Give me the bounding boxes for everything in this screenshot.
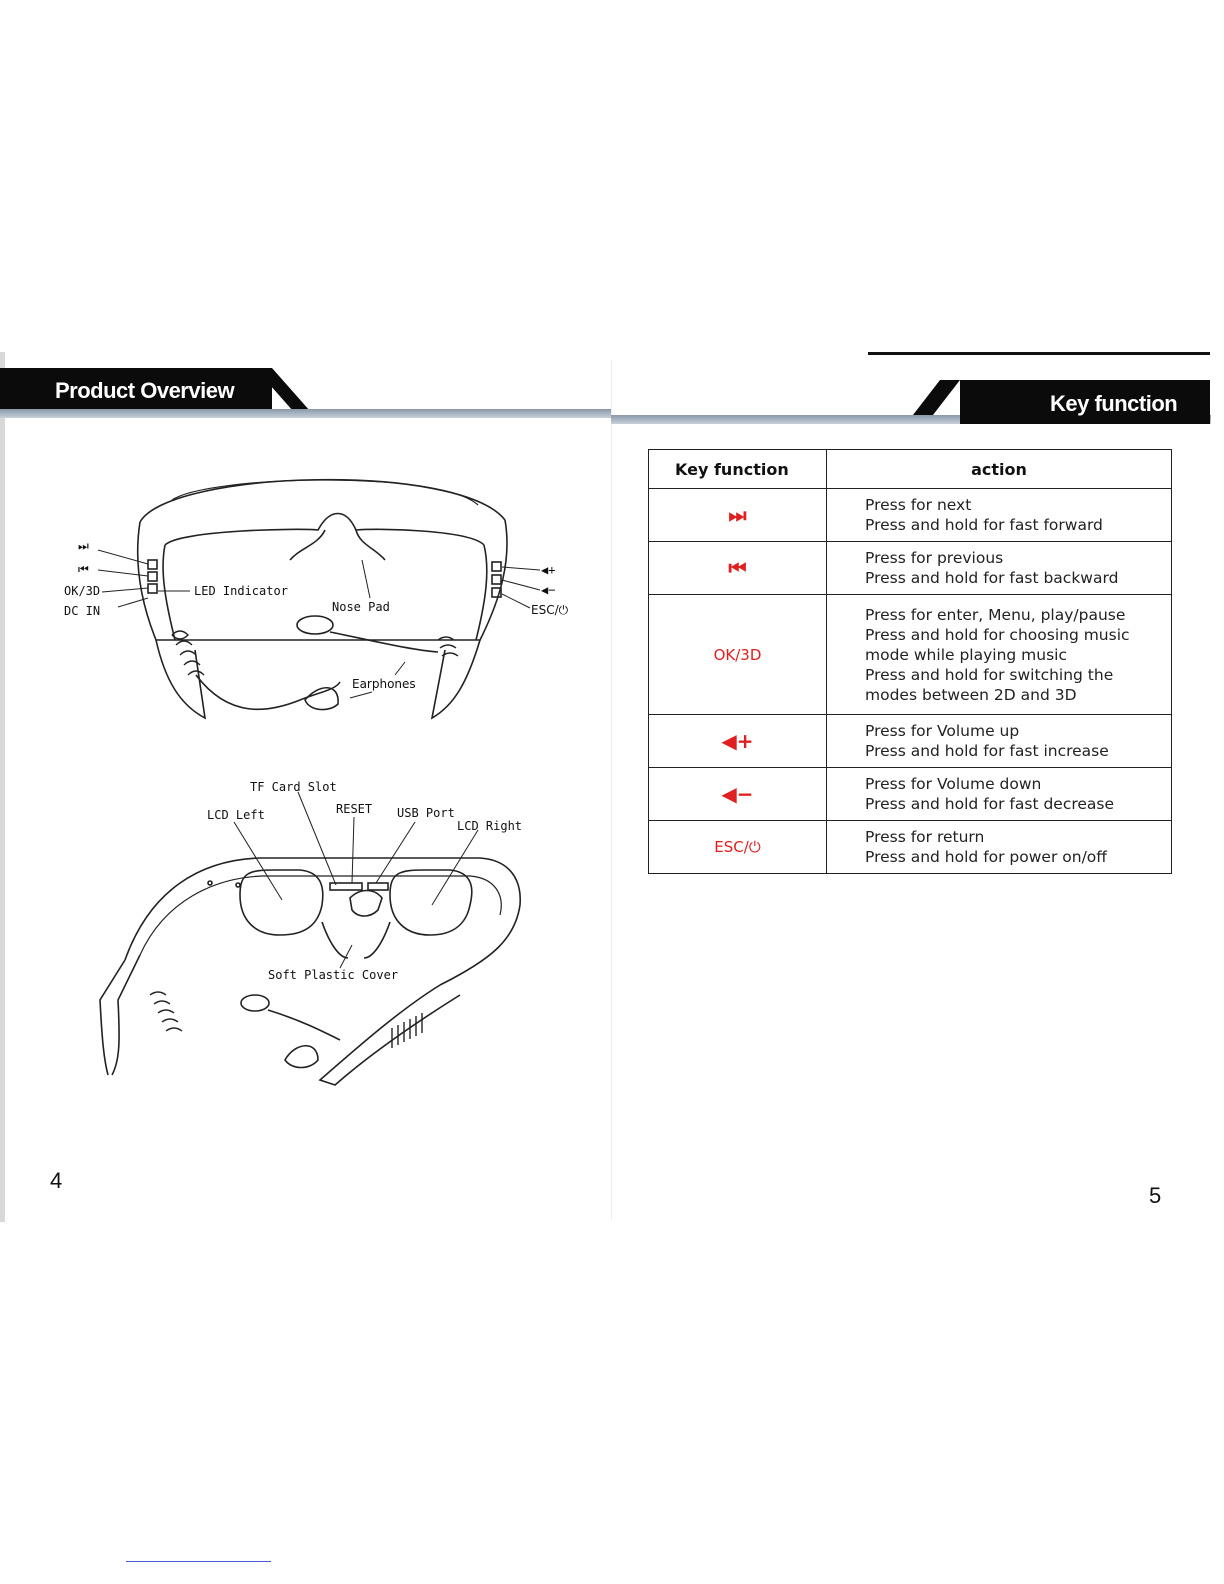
label-lcd-left: LCD Left bbox=[207, 808, 265, 822]
next-track-icon: ⏭ bbox=[648, 488, 827, 542]
previous-track-icon: ⏮ bbox=[648, 541, 827, 595]
action-text: modes between 2D and 3D bbox=[865, 685, 1077, 704]
volume-down-icon: ◀− bbox=[648, 767, 827, 821]
action-text: Press for previous bbox=[865, 549, 1004, 567]
action-text: Press and hold for fast forward bbox=[865, 516, 1103, 534]
table-row: ◀+ Press for Volume up Press and hold for … bbox=[648, 714, 1172, 768]
label-prev-icon: ⏮ bbox=[78, 562, 89, 576]
action-text: Press for enter, Menu, play/pause bbox=[865, 605, 1126, 624]
column-header-key: Key function bbox=[648, 449, 827, 489]
action-text: Press and hold for fast backward bbox=[865, 569, 1119, 587]
right-page-number: 5 bbox=[1149, 1183, 1162, 1208]
action-text: Press and hold for fast increase bbox=[865, 742, 1109, 760]
action-cell: Press for Volume up Press and hold for fa… bbox=[826, 714, 1172, 768]
action-text: mode while playing music bbox=[865, 645, 1067, 664]
label-soft-plastic-cover: Soft Plastic Cover bbox=[268, 968, 398, 982]
action-text: Press and hold for choosing music bbox=[865, 625, 1130, 644]
label-volume-down-icon: ◀− bbox=[541, 583, 555, 597]
key-label: OK/3D bbox=[648, 594, 827, 715]
label-tf-card-slot: TF Card Slot bbox=[250, 780, 337, 794]
label-ok3d: OK/3D bbox=[64, 584, 100, 598]
glasses-front-view bbox=[136, 478, 508, 720]
front-callout-lines bbox=[97, 549, 541, 699]
label-lcd-right: LCD Right bbox=[457, 819, 522, 833]
action-text: Press for return bbox=[865, 828, 985, 846]
action-text: Press and hold for power on/off bbox=[865, 848, 1107, 866]
label-next-icon: ⏭ bbox=[78, 539, 89, 553]
label-nose-pad: Nose Pad bbox=[332, 600, 390, 614]
right-page-title: Key function bbox=[1050, 391, 1178, 416]
back-callout-lines bbox=[233, 791, 479, 969]
column-header-action: action bbox=[826, 449, 1172, 489]
right-header-topline bbox=[868, 352, 1210, 355]
action-text: Press for Volume down bbox=[865, 775, 1042, 793]
volume-up-icon: ◀+ bbox=[648, 714, 827, 768]
left-header-band bbox=[0, 409, 611, 418]
glasses-back-view bbox=[99, 857, 521, 1086]
label-led-indicator: LED Indicator bbox=[194, 584, 288, 598]
left-header-bar bbox=[0, 368, 272, 411]
label-dcin: DC IN bbox=[64, 604, 100, 618]
scan-artifact-line bbox=[126, 1561, 271, 1562]
action-text: Press for Volume up bbox=[865, 722, 1020, 740]
left-page-title: Product Overview bbox=[55, 378, 235, 403]
table-header-row: Key function action bbox=[648, 449, 1172, 489]
right-header-band bbox=[611, 415, 1211, 424]
action-text: Press and hold for fast decrease bbox=[865, 795, 1115, 813]
left-page-number: 4 bbox=[50, 1168, 63, 1193]
label-usb-port: USB Port bbox=[397, 806, 455, 820]
label-volume-up-icon: ◀+ bbox=[541, 563, 555, 577]
label-earphones: Earphones bbox=[352, 677, 416, 691]
key-label: ESC/⏻ bbox=[648, 820, 827, 874]
scan-edge bbox=[0, 352, 5, 1222]
label-esc-power: ESC/⏻ bbox=[531, 603, 569, 617]
right-header-bar bbox=[960, 380, 1210, 424]
action-text: Press for next bbox=[865, 496, 972, 514]
action-text: Press and hold for switching the bbox=[865, 665, 1114, 684]
label-reset: RESET bbox=[336, 802, 372, 816]
page-spine bbox=[611, 360, 612, 1220]
product-diagram: ⏭ ⏮ OK/3D DC IN LED Indicator Nose Pad ◀… bbox=[64, 478, 569, 1086]
